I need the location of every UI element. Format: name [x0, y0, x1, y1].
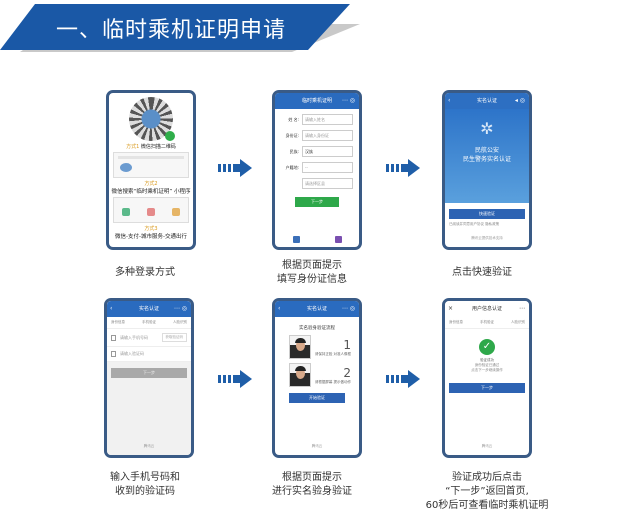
screen-title: 实名认证 [306, 306, 327, 312]
next-button[interactable]: 下一步 [295, 197, 339, 207]
service-icon [146, 208, 155, 216]
screen-title: 临时乘机证明 [301, 98, 332, 104]
caption-step-4: 输入手机号码和收到的验证码 [110, 472, 180, 497]
start-verify-button[interactable]: 开始验证 [289, 393, 345, 403]
phone-quick-verify: ‹ 实名认证 ◂ ◎ ✲ 民航公安 民生警务实名认证 快速验证 已阅读并同意用户协议… [442, 90, 532, 250]
footer-text: 腾讯云 [311, 444, 323, 448]
face-photo [289, 363, 311, 387]
close-icon[interactable]: × [448, 305, 454, 312]
name-input[interactable]: 请输入姓名 [302, 114, 353, 125]
method1-desc: 微信扫描二维码 [140, 144, 176, 150]
code-input[interactable]: 请输入验证码 [120, 351, 144, 356]
service-icon [122, 208, 131, 216]
residence-select[interactable]: -- [302, 162, 353, 173]
method1-label: 方式1 [126, 144, 140, 150]
city-service-screenshot [113, 197, 189, 223]
page-title: 一、临时乘机证明申请 [56, 18, 287, 43]
hero-banner: ✲ 民航公安 民生警务实名认证 [445, 109, 529, 203]
phone-login-methods: 方式1 微信扫描二维码 方式2 微信搜索“临时乘机证明” 小程序 方式3 微信-… [106, 90, 196, 250]
right-arrow-icon [218, 159, 252, 177]
menu-icon[interactable]: ◂ ◎ [514, 97, 525, 104]
id-input[interactable]: 请输入身份证 [302, 130, 353, 141]
hero-subtitle: 民生警务实名认证 [462, 156, 511, 163]
hero-title: 民航公安 [474, 147, 499, 154]
service-icon [171, 208, 180, 216]
menu-icon[interactable]: ⋯ ◎ [341, 305, 355, 312]
method3-desc: 微信-支付-城市服务-交通出行 [115, 234, 187, 240]
lock-icon [111, 351, 116, 357]
next-button[interactable]: 下一步 [449, 383, 525, 393]
right-arrow-icon [386, 159, 420, 177]
progress-steps: 身份信息手机验证人脸识别 [445, 317, 529, 329]
caption-step-6: 验证成功后点击“下一步”返回首页,60秒后可查看临时乘机证明 [425, 472, 549, 510]
name-label: 姓 名: [288, 116, 299, 122]
phone-id-form: 临时乘机证明 ⋯ ◎ 姓 名:请输入姓名 身份证:请输入身份证 民族:汉族 户籍地… [272, 90, 362, 250]
search-screenshot [113, 152, 189, 178]
progress-steps: 身份信息手机验证人脸识别 [107, 317, 191, 329]
banner [0, 4, 350, 50]
phone-input[interactable]: 请输入手机号码 [120, 334, 148, 340]
footer-text: 腾讯云提供技术支持 [471, 236, 503, 240]
wechat-icon [165, 131, 175, 141]
success-title: 验证成功 [480, 358, 494, 362]
phone-icon [111, 334, 116, 341]
method2-label: 方式2 [144, 181, 158, 187]
flow-title: 实名验身验证流程 [299, 326, 335, 331]
ethnicity-select[interactable]: 汉族 [302, 146, 353, 157]
home-icon[interactable] [292, 236, 300, 243]
success-check-icon: ✓ [479, 339, 495, 355]
face-photo [289, 335, 311, 359]
menu-icon[interactable]: ⋯ ◎ [341, 97, 355, 104]
mini-program-icon [120, 163, 132, 172]
phone-verify-success: ×用户信息认证⋯ 身份信息手机验证人脸识别 ✓ 验证成功 身份验证已通过 点击下… [442, 298, 532, 458]
next-button[interactable]: 下一步 [111, 368, 187, 378]
screen-title: 实名认证 [138, 306, 159, 312]
screen-title: 用户信息认证 [471, 306, 502, 312]
police-emblem-icon: ✲ [480, 119, 494, 138]
phone-sms-verify: ‹ 实名认证 ⋯ ◎ 身份信息手机验证人脸识别 请输入手机号码 获取验证码 请输入验证… [104, 298, 194, 458]
residence-label: 户籍地: [285, 164, 299, 170]
back-icon[interactable]: ‹ [110, 305, 113, 312]
screen-title: 实名认证 [476, 98, 497, 104]
footer-text: 腾讯云 [143, 444, 155, 448]
get-code-button[interactable]: 获取验证码 [161, 333, 187, 342]
caption-step-3: 点击快速验证 [452, 267, 512, 278]
id-label: 身份证: [285, 132, 299, 138]
agreement-checkbox[interactable]: 已阅读并同意用户协议 隐私政策 [449, 222, 500, 226]
footer-text: 腾讯云 [481, 444, 493, 448]
method2-desc: 微信搜索“临时乘机证明” 小程序 [111, 189, 191, 195]
right-arrow-icon [218, 370, 252, 388]
right-arrow-icon [386, 370, 420, 388]
profile-icon[interactable] [334, 236, 342, 243]
menu-icon[interactable]: ⋯ ◎ [173, 305, 187, 312]
back-icon[interactable]: ‹ [278, 305, 281, 312]
qr-code[interactable] [129, 97, 175, 141]
ethnicity-label: 民族: [289, 148, 299, 154]
caption-step-1: 多种登录方式 [115, 267, 175, 278]
back-icon[interactable]: ‹ [448, 97, 451, 104]
district-select[interactable]: 请选择区县 [302, 178, 353, 189]
quick-verify-button[interactable]: 快速验证 [449, 209, 525, 219]
method3-label: 方式3 [144, 226, 158, 232]
caption-step-2: 根据页面提示填写身份证信息 [277, 260, 347, 285]
menu-icon[interactable]: ⋯ [519, 305, 525, 312]
caption-step-5: 根据页面提示进行实名验身验证 [272, 472, 352, 497]
section-header: 一、临时乘机证明申请 [0, 4, 360, 54]
